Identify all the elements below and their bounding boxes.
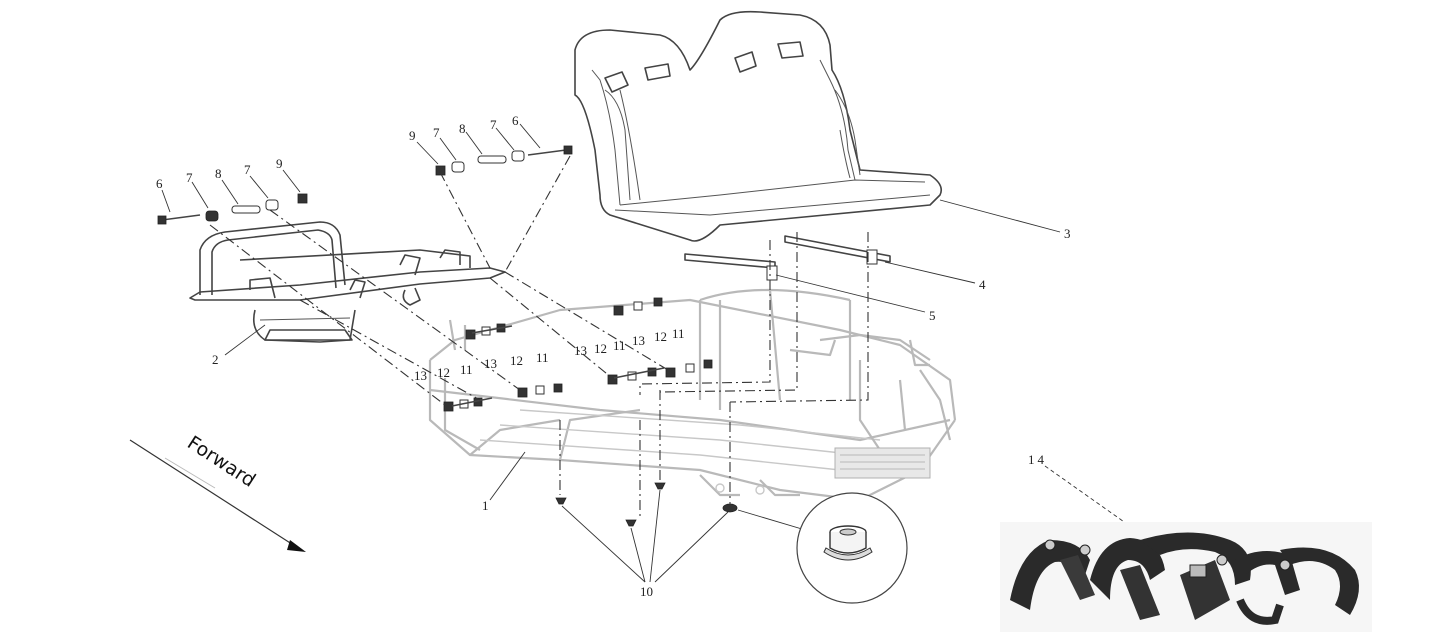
callout-7-right-a: 7 bbox=[433, 125, 440, 140]
callout-11-a: 11 bbox=[460, 362, 473, 377]
callout-13-a: 13 bbox=[414, 368, 427, 383]
callout-9-right: 9 bbox=[409, 128, 416, 143]
callout-2: 2 bbox=[212, 352, 219, 367]
leader-lines bbox=[161, 123, 1196, 583]
callout-5: 5 bbox=[929, 308, 936, 323]
callout-12-d: 12 bbox=[654, 329, 667, 344]
callout-12-b: 12 bbox=[510, 353, 523, 368]
callout-10: 10 bbox=[640, 584, 653, 599]
callout-1: 1 bbox=[482, 498, 489, 513]
assembly-lines bbox=[209, 155, 869, 520]
callout-4: 4 bbox=[979, 277, 986, 292]
seat-bracket-icon bbox=[684, 235, 891, 281]
nut-detail-icon bbox=[796, 492, 908, 604]
callout-11-c: 11 bbox=[613, 338, 626, 353]
callout-7-left-a: 7 bbox=[186, 170, 193, 185]
callout-7-right-b: 7 bbox=[490, 117, 497, 132]
callout-7-left-b: 7 bbox=[244, 162, 251, 177]
callout-12-c: 12 bbox=[594, 341, 607, 356]
callout-11-b: 11 bbox=[536, 350, 549, 365]
forward-arrow-icon bbox=[129, 439, 306, 552]
callout-8-left: 8 bbox=[215, 166, 222, 181]
callout-11-d: 11 bbox=[672, 326, 685, 341]
callout-8-right: 8 bbox=[459, 121, 466, 136]
callout-9-left: 9 bbox=[276, 156, 283, 171]
callout-3: 3 bbox=[1064, 226, 1071, 241]
seat-icon bbox=[574, 10, 943, 242]
callout-14: 14 bbox=[1028, 452, 1047, 467]
callout-6-left: 6 bbox=[156, 176, 163, 191]
rear-rack-icon bbox=[189, 221, 506, 343]
callout-12-a: 12 bbox=[437, 365, 450, 380]
callout-13-b: 13 bbox=[484, 356, 497, 371]
callout-numbers: 1 2 3 4 5 6 7 8 7 9 9 7 8 7 6 13 12 11 1… bbox=[156, 113, 1071, 599]
fastener-hardware-icon bbox=[157, 145, 738, 527]
forward-direction-label: Forward bbox=[183, 432, 259, 492]
seat-belt-icon bbox=[1000, 522, 1372, 632]
callout-13-d: 13 bbox=[632, 333, 645, 348]
callout-13-c: 13 bbox=[574, 343, 587, 358]
callout-6-right: 6 bbox=[512, 113, 519, 128]
frame-assembly-icon bbox=[428, 288, 957, 502]
